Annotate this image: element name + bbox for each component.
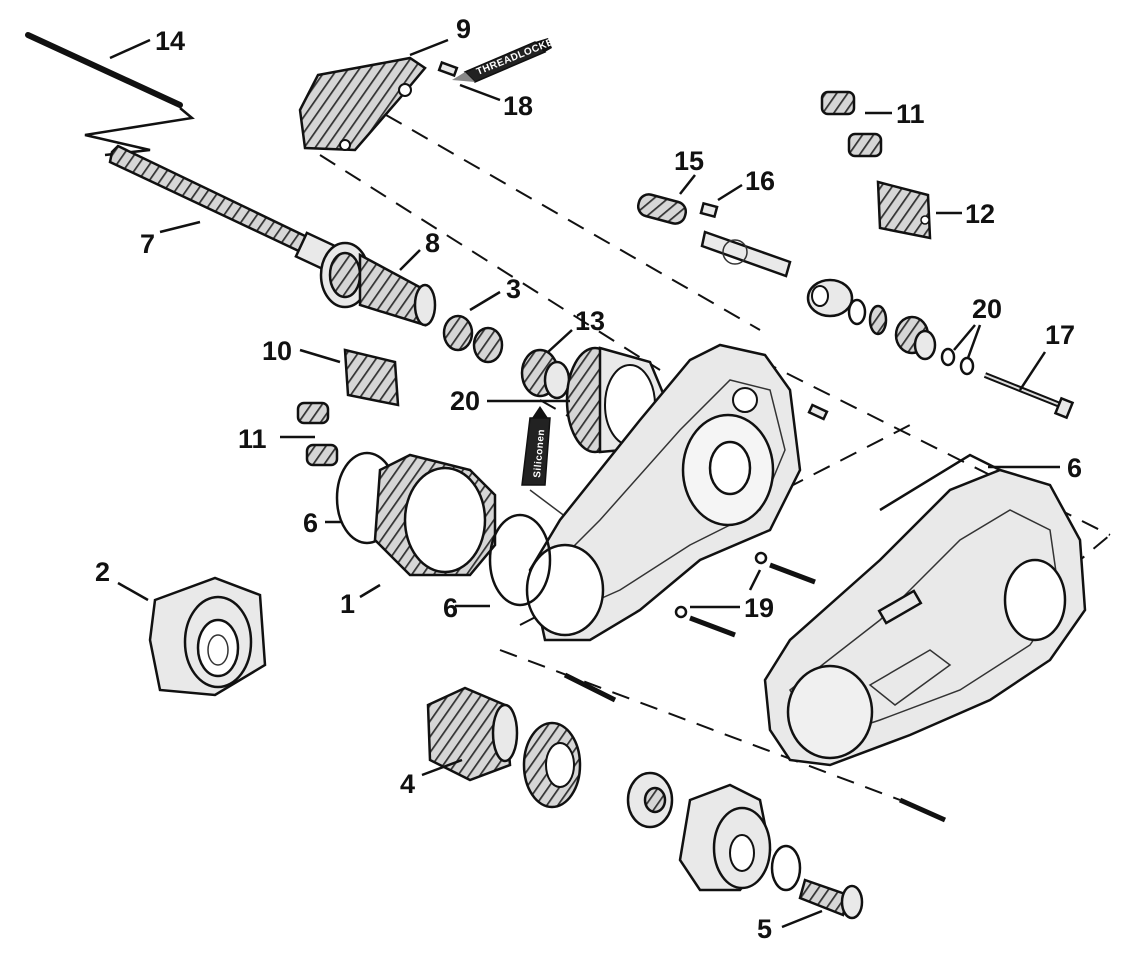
label-11-right: 11 bbox=[896, 99, 925, 129]
label-11-left: 11 bbox=[238, 424, 267, 454]
part-5-bolt bbox=[798, 878, 864, 920]
label-5: 5 bbox=[757, 914, 772, 944]
label-6-right: 6 bbox=[1067, 453, 1082, 483]
compensator-assembly bbox=[626, 771, 802, 892]
inner-primary-housing bbox=[525, 343, 829, 642]
part-1-clutch-basket bbox=[373, 453, 497, 577]
label-6-middle: 6 bbox=[443, 593, 458, 623]
part-2-bearing-housing bbox=[148, 576, 267, 697]
part-12-block bbox=[876, 180, 932, 240]
part-6-gasket-middle bbox=[488, 513, 552, 607]
label-3: 3 bbox=[506, 274, 521, 304]
part-number-labels: 14 9 18 7 8 3 10 11 13 20 6 1 6 2 4 5 19… bbox=[95, 14, 1082, 944]
part-18-pin bbox=[437, 60, 459, 78]
label-16: 16 bbox=[745, 166, 775, 196]
label-20-right: 20 bbox=[972, 294, 1002, 324]
part-9-bracket bbox=[298, 56, 427, 152]
label-4: 4 bbox=[400, 769, 415, 799]
part-13-bearing bbox=[520, 348, 571, 400]
label-19: 19 bbox=[744, 593, 774, 623]
leader-lines bbox=[109, 38, 1060, 929]
part-3-bearings bbox=[442, 314, 504, 364]
label-13: 13 bbox=[575, 306, 605, 336]
part-17-bolt bbox=[983, 372, 1075, 420]
label-9: 9 bbox=[456, 14, 471, 44]
part-10-block bbox=[343, 348, 400, 407]
part-11-rollers-right bbox=[820, 90, 883, 158]
part-8-drive-gear bbox=[319, 241, 437, 327]
part-4-sprocket bbox=[426, 686, 582, 809]
silicone-tube: Siliconen bbox=[521, 406, 571, 521]
label-15: 15 bbox=[674, 146, 704, 176]
label-1: 1 bbox=[340, 589, 355, 619]
part-19-screws bbox=[563, 551, 947, 823]
part-20-washers bbox=[940, 347, 975, 376]
label-12: 12 bbox=[965, 199, 995, 229]
part-11-rollers-left bbox=[296, 401, 339, 467]
label-18: 18 bbox=[503, 91, 533, 121]
threadlocker-label: THREADLOCKER bbox=[475, 34, 563, 78]
outer-primary-cover bbox=[763, 468, 1087, 767]
shift-shaft-assembly bbox=[700, 230, 937, 361]
silicone-label: Siliconen bbox=[532, 429, 547, 479]
label-8: 8 bbox=[425, 228, 440, 258]
label-20-left: 20 bbox=[450, 386, 480, 416]
label-10: 10 bbox=[262, 336, 292, 366]
part-6-gasket-right bbox=[879, 453, 1001, 512]
label-17: 17 bbox=[1045, 320, 1075, 350]
label-6-left: 6 bbox=[303, 508, 318, 538]
part-15-roller bbox=[636, 193, 688, 225]
part-16-pin bbox=[699, 201, 719, 219]
label-2: 2 bbox=[95, 557, 110, 587]
label-7: 7 bbox=[140, 229, 155, 259]
label-14: 14 bbox=[155, 26, 185, 56]
part-14-shift-rod bbox=[25, 32, 195, 157]
